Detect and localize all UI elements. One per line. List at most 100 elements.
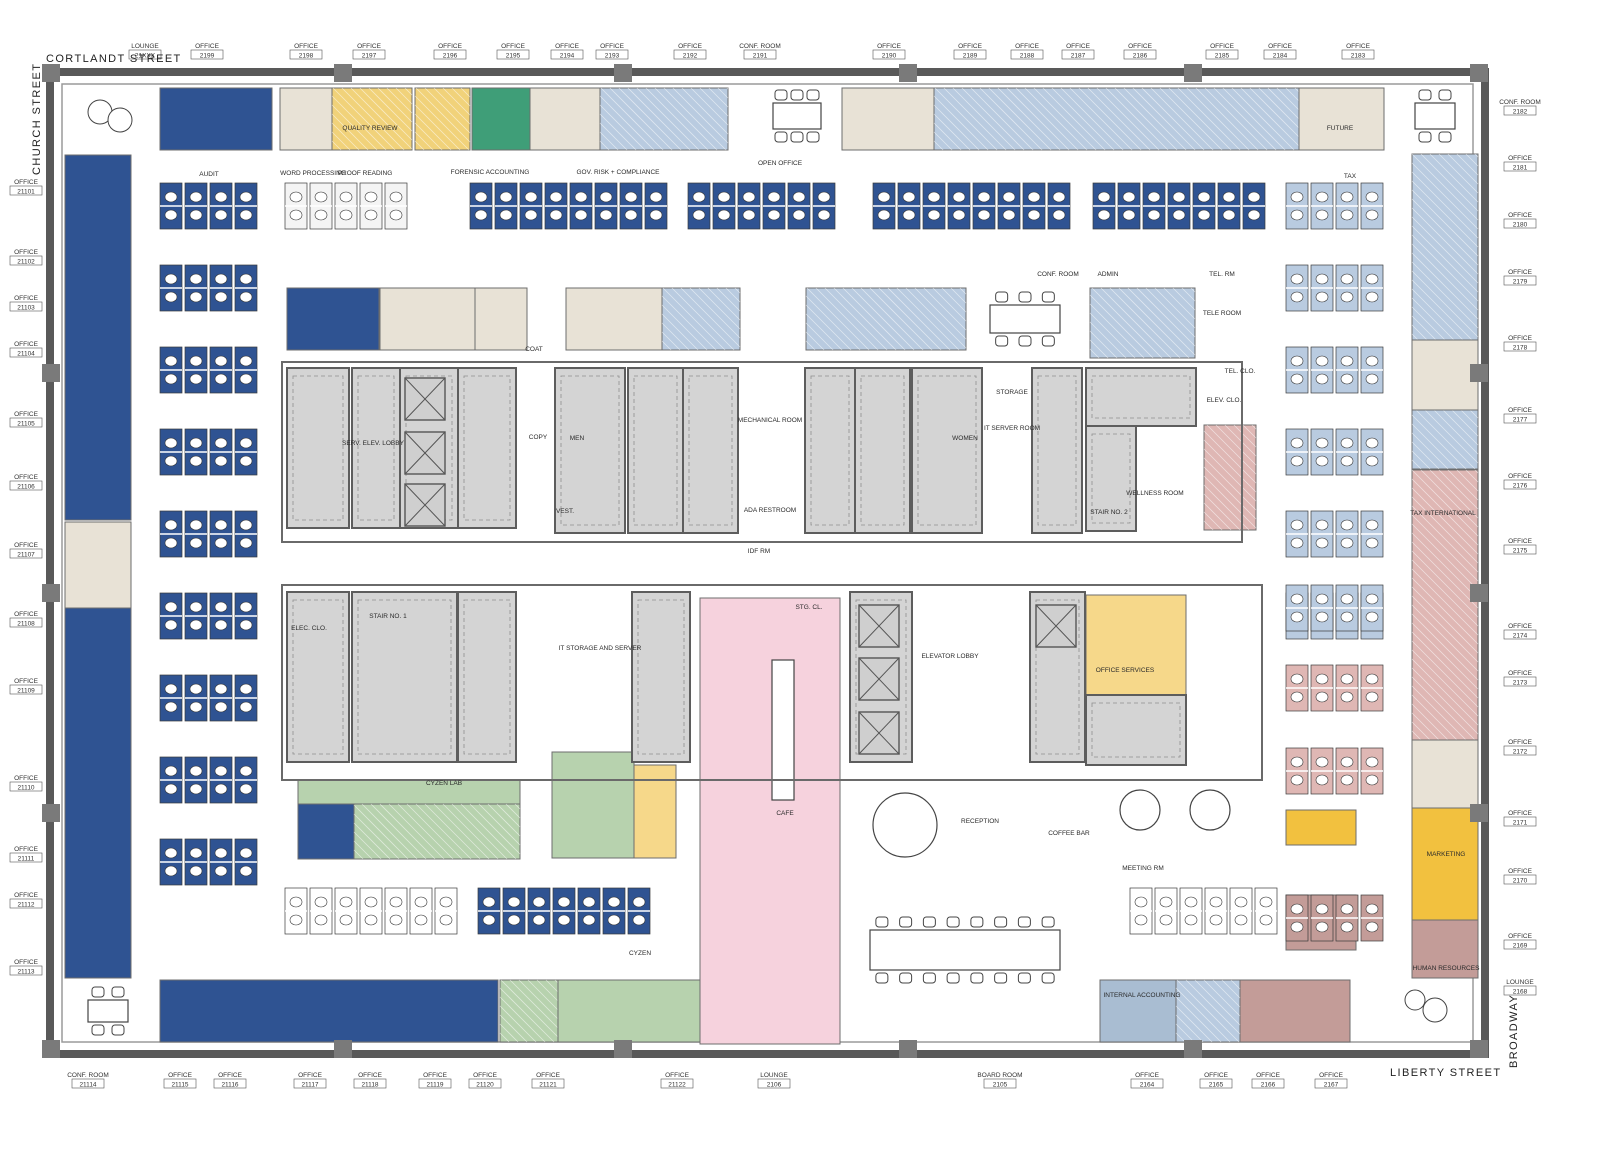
desk-chair [1365,291,1379,303]
desk-chair [499,191,513,203]
hatch-line [878,287,942,351]
hatch-line [654,87,718,151]
hatch-line [1175,1023,1195,1043]
hatch-line [806,287,870,351]
core-inner-line [292,599,344,755]
desk-chair [189,373,203,385]
chair [994,916,1008,928]
hatch-line [1411,532,1479,600]
south-room-label-name: CONF. ROOM [67,1072,109,1079]
interior-label: RECEPTION [961,818,999,825]
hatch-line [1194,979,1241,1026]
hatch-line [1195,87,1259,151]
top-room-label-name: OFFICE [555,43,579,50]
core-block [1031,367,1083,534]
top-room-label-box [673,49,707,60]
top-room-label-number: 2187 [1071,53,1086,60]
hatch-line [599,95,655,151]
desk-chair [1222,191,1236,203]
core-block [631,591,691,763]
zone-future-top-4 [1298,87,1385,151]
core-block [286,367,350,529]
hatch-line [663,87,727,151]
core-inner-line [463,375,511,521]
chair [1041,291,1055,303]
top-room-label-number: 2197 [362,53,377,60]
desk-chair [389,191,403,203]
hatch-line [1438,469,1479,510]
hatch-line [1411,730,1422,741]
desk-chair [1197,191,1211,203]
south-room-label-name: OFFICE [1204,1072,1228,1079]
hatch-line [1267,87,1300,120]
interior-label: MEN [570,435,585,442]
south-room-label-number: 21119 [426,1082,443,1089]
chair [91,986,105,998]
south-room-label-box [418,1078,452,1089]
desk-chair [189,455,203,467]
south-room-label-box [660,1078,694,1089]
desk-chair [239,701,253,713]
desk-chair [239,783,253,795]
desk-chair [927,191,941,203]
hatch-line [1411,559,1479,627]
hatch-line [499,987,555,1043]
hatch-line [536,979,559,1002]
hatch-line [979,87,1043,151]
hatch-line [1474,153,1479,158]
east-room-label-name: OFFICE [1508,407,1532,414]
hatch-line [805,340,816,351]
desk-chair [717,191,731,203]
top-room-label-number: 2189 [963,53,978,60]
hatch-line [1411,423,1458,470]
west-room-label-name: OFFICE [14,892,38,899]
hatch-line [671,287,735,351]
core-inner-line [917,375,977,526]
west-room-label-box [9,617,43,628]
east-room-label-number: 2169 [1513,943,1528,950]
zone-future-top [279,87,333,151]
hatch-line [1163,287,1196,320]
desk-chair [1365,921,1379,933]
east-room-label-box [1503,479,1537,490]
column [42,364,60,382]
hatch-line [805,295,861,351]
hatch-line [1465,153,1479,167]
west-room-label-box [9,781,43,792]
hatch-line [1089,312,1136,359]
core-ring-north [281,361,1243,543]
hatch-line [1411,568,1479,636]
west-room-label-number: 21111 [18,856,35,863]
west-room-label-number: 21105 [17,421,35,428]
top-room-label-number: 21XXX [135,53,156,60]
top-room-label-number: 2186 [1133,53,1148,60]
hatch-line [1411,685,1467,741]
desk-chair [632,914,646,926]
desk-chair [214,209,228,221]
desk-chair [902,191,916,203]
desk-chair [1122,191,1136,203]
desk-chair [474,209,488,221]
core-block [854,367,911,534]
interior-label: ADA RESTROOM [744,507,796,514]
hatch-line [952,87,1016,151]
desk-chair [1365,593,1379,605]
interior-label: ELEV. CLO. [1207,397,1242,404]
desk-chair [339,191,353,203]
desk-chair [164,865,178,877]
desk-chair [214,847,228,859]
top-room-label-box [953,49,987,60]
top-room-label-name: LOUNGE [131,43,159,50]
desk-chair [1290,756,1304,768]
column [334,64,352,82]
hatch-line [1224,424,1257,457]
desk-chair [1159,914,1173,926]
desk-chair [582,896,596,908]
east-room-label-number: 2174 [1513,633,1528,640]
hatch-line [386,87,413,114]
hatch-line [1118,287,1190,359]
hatch-line [1411,514,1479,582]
desk-chair [549,209,563,221]
hatch-line [627,87,691,151]
zone-future-core-2 [474,287,528,351]
